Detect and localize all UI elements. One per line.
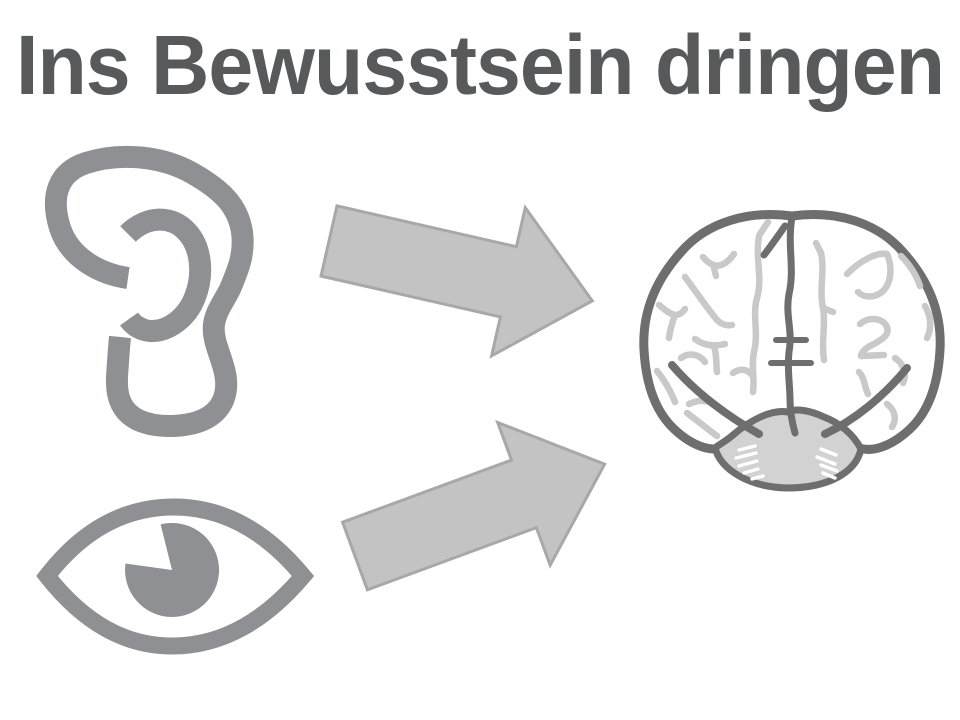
eye-pupil [125,522,220,617]
ear-icon [44,145,254,437]
brain-icon [639,210,945,492]
arrow-ear-to-brain [319,204,595,359]
slide-title: Ins Bewusstsein dringen [16,18,945,112]
eye-icon [36,498,315,655]
arrow-eye-to-brain [340,419,607,592]
